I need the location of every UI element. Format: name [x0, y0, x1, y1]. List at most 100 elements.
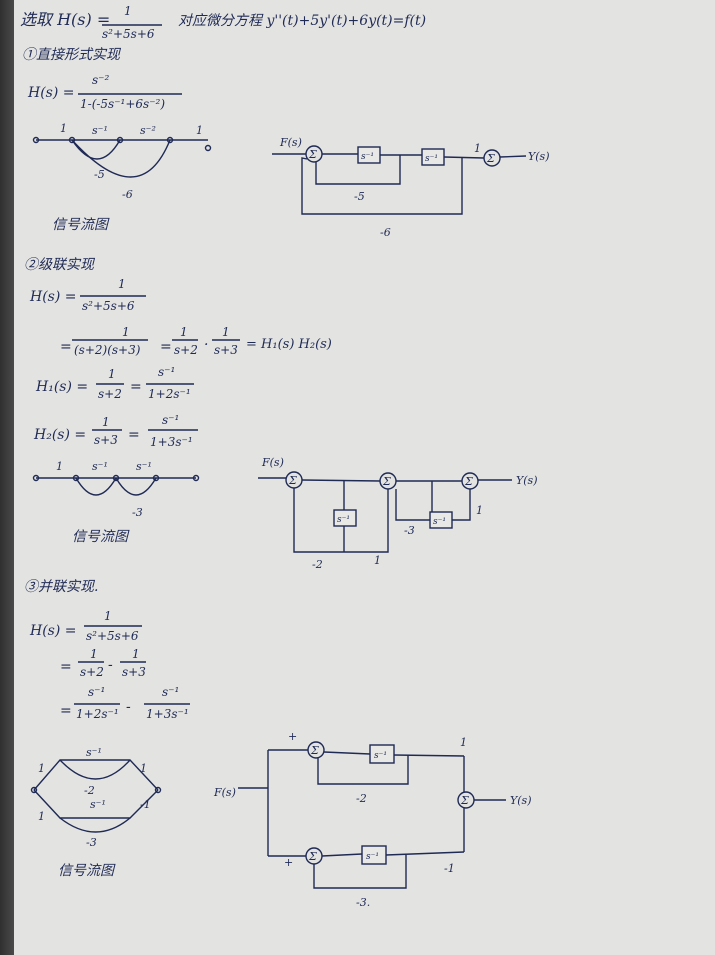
sec3-plus1: + — [288, 730, 297, 743]
sec2-eq2-f1-num: 1 — [180, 325, 188, 339]
sec2-sfg-label-2: s⁻¹ — [136, 460, 152, 473]
sec3-sfg-label-3: -2 — [84, 784, 95, 797]
header-text: 选取 H(s) = — [20, 10, 111, 29]
sec3-signal-flow-graph: s⁻¹ 1 1 -2 s⁻¹ 1 -1 -3 — [30, 746, 162, 849]
sec3-sfg-label-2: 1 — [140, 762, 147, 775]
sec1-h-den: 1-(-5s⁻¹+6s⁻²) — [80, 97, 166, 111]
sec2-h2-eq: = — [128, 427, 140, 443]
sum-icon: Σ — [464, 475, 473, 488]
sec3-eq3-b-num: s⁻¹ — [162, 685, 180, 699]
sec2-h1-num: 1 — [108, 367, 116, 381]
sec3-block-1: s⁻¹ — [374, 751, 387, 761]
sec1-block-diagram: F(s) Σ s⁻¹ s⁻¹ 1 Σ Y(s) -5 -6 — [272, 136, 550, 239]
sec3-eq3-lhs: = — [60, 703, 72, 719]
sec3-h-lhs: H(s) = — [30, 623, 77, 639]
sec2-signal-flow-graph: 1 s⁻¹ s⁻¹ -3 — [32, 460, 200, 519]
sec2-h2-den: s+3 — [94, 433, 118, 447]
sec2-h1-den2: 1+2s⁻¹ — [148, 387, 191, 401]
sec2-sfg-label-0: 1 — [56, 460, 63, 473]
sec2-h2-num2: s⁻¹ — [162, 413, 180, 427]
sec3-g2: -1 — [444, 862, 455, 875]
sec3-block-2: s⁻¹ — [366, 852, 379, 862]
sec1-h-num: s⁻² — [92, 73, 110, 87]
sec3-sfg-caption: 信号流图 — [58, 863, 114, 879]
sec3-fb1: -2 — [356, 792, 367, 805]
sec2-sfg-label-3: -3 — [132, 506, 143, 519]
sec3-sfg-label-1: 1 — [38, 762, 45, 775]
sec2-h-lhs: H(s) = — [30, 289, 77, 305]
sec3-sfg-label-7: -3 — [86, 836, 97, 849]
sum-icon: Σ — [460, 794, 469, 807]
sec3-eq2-lhs: = — [60, 659, 72, 675]
sec2-block-out: Y(s) — [516, 474, 538, 487]
sec1-block-2: s⁻¹ — [425, 154, 438, 164]
sec2-h-den: s²+5s+6 — [82, 299, 135, 313]
sec2-fb1: -2 — [312, 558, 323, 571]
sec2-sfg-caption: 信号流图 — [72, 529, 128, 545]
sec2-h2-num: 1 — [102, 415, 110, 429]
sec2-eq2-rhs: = H₁(s) H₂(s) — [246, 337, 332, 352]
sec2-h1-lhs: H₁(s) = — [36, 379, 89, 395]
sec3-eq2-a-num: 1 — [90, 647, 98, 661]
sec2-eq2-den: (s+2)(s+3) — [74, 343, 141, 357]
sec1-title: ①直接形式实现 — [22, 47, 120, 63]
sec1-signal-flow-graph: 1 s⁻¹ s⁻² 1 -5 -6 — [32, 122, 212, 201]
sec3-title: ③并联实现. — [24, 579, 99, 595]
sec2-h-num: 1 — [118, 277, 126, 291]
sec3-sfg-label-5: 1 — [38, 810, 45, 823]
sec1-sfg-label-1: s⁻¹ — [92, 124, 108, 137]
sec1-sfg-label-4: -5 — [94, 168, 105, 181]
sec3-eq2-minus: - — [108, 657, 113, 673]
sec2-block-2: s⁻¹ — [433, 517, 446, 527]
header-h-num: 1 — [124, 4, 132, 18]
sec3-eq3-a-num: s⁻¹ — [88, 685, 106, 699]
header-desc: 对应微分方程 y''(t)+5y'(t)+6y(t)=f(t) — [178, 13, 427, 29]
sec2-h2-den2: 1+3s⁻¹ — [150, 435, 193, 449]
sec2-h1-num2: s⁻¹ — [158, 365, 176, 379]
sum-icon: Σ — [288, 474, 297, 487]
sec3-g1: 1 — [460, 736, 467, 749]
sec2-fb2: -3 — [404, 524, 415, 537]
sec1-fb1: -5 — [354, 190, 365, 203]
sec2-g1: 1 — [374, 554, 381, 567]
fraction-bars — [72, 24, 240, 705]
sec3-fb2: -3. — [356, 896, 370, 909]
sec3-eq3-a-den: 1+2s⁻¹ — [76, 707, 119, 721]
sum-icon: Σ — [310, 744, 319, 757]
sec1-sum-node-2 — [483, 149, 501, 167]
sec3-block-out: Y(s) — [510, 794, 532, 807]
sec2-title: ②级联实现 — [24, 257, 94, 273]
sec3-eq2-a-den: s+2 — [80, 665, 104, 679]
sec3-eq2-b-den: s+3 — [122, 665, 146, 679]
sec2-h2-lhs: H₂(s) = — [34, 427, 87, 443]
sec3-sfg-label-4: s⁻¹ — [90, 798, 106, 811]
sec3-plus2: + — [284, 856, 293, 869]
sec3-h-num: 1 — [104, 609, 112, 623]
sec1-sfg-label-5: -6 — [122, 188, 133, 201]
sum-icon: Σ — [382, 475, 391, 488]
sec2-block-diagram: F(s) Σ Σ Σ Y(s) s⁻¹ -2 1 s⁻¹ -3 1 — [258, 456, 538, 571]
sec2-block-in: F(s) — [261, 456, 284, 469]
sec3-eq2-b-num: 1 — [132, 647, 140, 661]
sec2-g2: 1 — [476, 504, 483, 517]
sec3-block-in: F(s) — [213, 786, 236, 799]
sec1-block-in: F(s) — [279, 136, 302, 149]
sec2-eq2-f2-den: s+3 — [214, 343, 238, 357]
sec2-eq2-mid: = — [160, 339, 172, 355]
sec3-h-den: s²+5s+6 — [86, 629, 139, 643]
sec1-sfg-label-2: s⁻² — [140, 124, 156, 137]
sec2-eq2-lhs: = — [60, 339, 72, 355]
header-h-den: s²+5s+6 — [102, 27, 155, 41]
sum-icon: Σ — [308, 850, 317, 863]
sec2-sfg-label-1: s⁻¹ — [92, 460, 108, 473]
sec3-eq3-minus: - — [126, 699, 131, 715]
sum-icon: Σ — [486, 152, 495, 165]
sec2-block-1: s⁻¹ — [337, 515, 350, 525]
sec1-block-1: s⁻¹ — [361, 152, 374, 162]
sec2-h1-eq: = — [130, 379, 142, 395]
sec1-fb2: -6 — [380, 226, 391, 239]
sec2-eq2-num: 1 — [122, 325, 130, 339]
sec3-sfg-label-0: s⁻¹ — [86, 746, 102, 759]
